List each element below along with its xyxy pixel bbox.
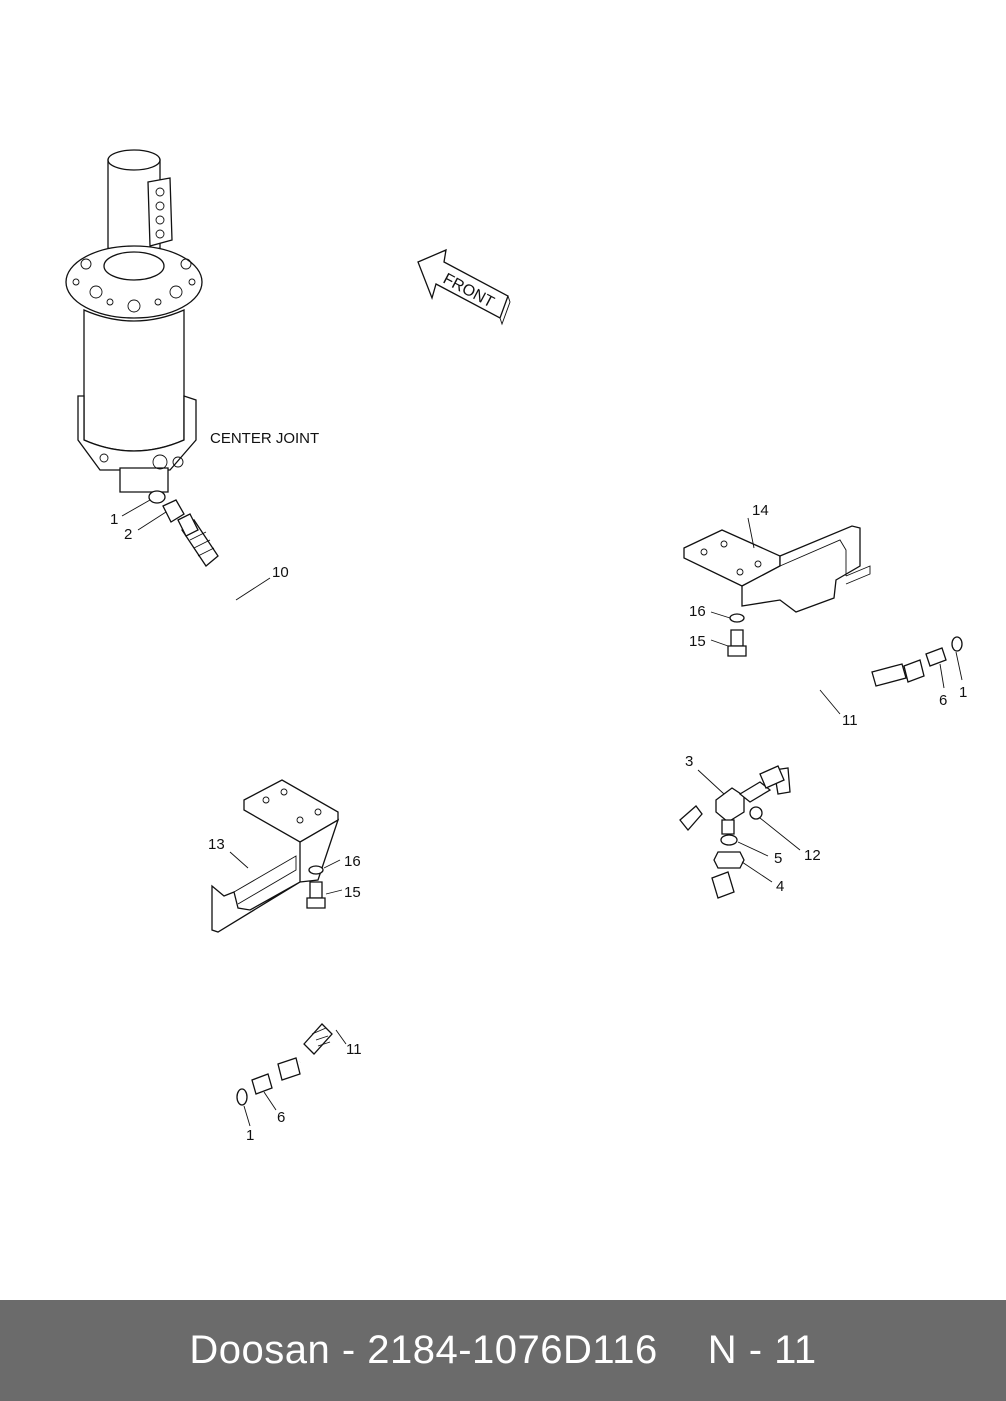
- o-ring-1-right: [951, 636, 963, 652]
- callout-2: 2: [124, 526, 132, 543]
- callout-5: 5: [774, 850, 782, 867]
- center-joint: [65, 149, 203, 493]
- callout-4: 4: [776, 878, 784, 895]
- front-arrow-icon: FRONT: [417, 248, 511, 326]
- plug-12: [749, 806, 763, 820]
- footer-page-number: N - 11: [707, 1328, 817, 1372]
- hose-11-lower: [251, 805, 735, 1095]
- hose-11-right: [733, 647, 947, 832]
- callout-16-lower: 16: [344, 853, 361, 870]
- callout-16-upper: 16: [689, 603, 706, 620]
- callout-11-right: 11: [842, 712, 858, 729]
- washer-16-lower: [308, 865, 324, 875]
- washer-16-upper: [729, 613, 745, 623]
- callout-1: 1: [110, 511, 118, 528]
- o-ring-1-lower: [236, 1088, 248, 1106]
- callout-10: 10: [272, 564, 289, 581]
- footer-bar: Doosan - 2184-1076D116 N - 11: [0, 1300, 1006, 1401]
- bracket-14: [683, 525, 871, 613]
- nut-4: [713, 851, 745, 869]
- bolt-15-upper: [730, 629, 744, 647]
- adapter-2: [162, 499, 185, 523]
- callout-15-upper: 15: [689, 633, 706, 650]
- footer-part-number: Doosan - 2184-1076D116: [189, 1328, 658, 1372]
- callout-15-lower: 15: [344, 884, 361, 901]
- hose-10: [181, 519, 722, 890]
- washer-5: [720, 834, 738, 846]
- parts-diagram: FRONT CENTER JOINT: [65, 149, 967, 1144]
- tee-3: [715, 765, 785, 835]
- callout-6-lower: 6: [277, 1109, 285, 1126]
- callout-11-lower: 11: [346, 1041, 362, 1058]
- callout-13: 13: [208, 836, 225, 853]
- callout-1-lower: 1: [246, 1127, 254, 1144]
- center-joint-label: CENTER JOINT: [210, 430, 319, 447]
- callout-3: 3: [685, 753, 693, 770]
- leader-lines: [121, 499, 963, 1127]
- callout-14: 14: [752, 502, 769, 519]
- bolt-15-lower: [309, 881, 323, 899]
- callout-1-right: 1: [959, 684, 967, 701]
- bracket-13: [211, 779, 340, 933]
- o-ring-1: [148, 490, 166, 504]
- callout-12: 12: [804, 847, 821, 864]
- callout-6-right: 6: [939, 692, 947, 709]
